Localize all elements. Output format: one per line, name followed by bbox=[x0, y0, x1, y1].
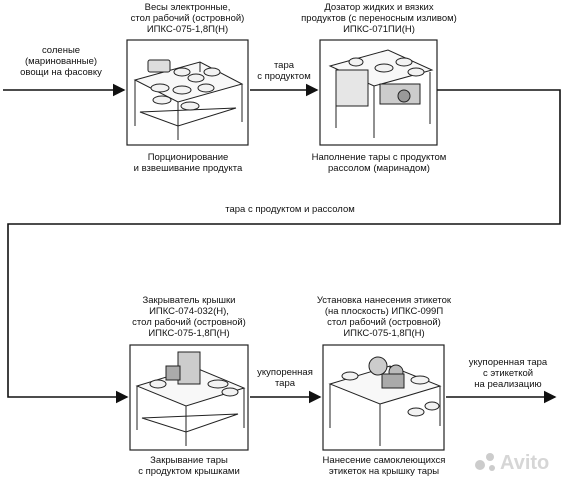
arrow1-label: тара с продуктом bbox=[257, 60, 311, 82]
stage3-illustration bbox=[135, 351, 246, 446]
stage2-equipment-label: Дозатор жидких и вязких продуктов (с пер… bbox=[301, 2, 457, 35]
avito-watermark-text: Avito bbox=[500, 452, 549, 474]
stage3-equipment-label: Закрыватель крышки ИПКС-074-032(Н), стол… bbox=[132, 295, 246, 339]
output-label: укупоренная тара с этикеткой на реализац… bbox=[468, 357, 548, 390]
stage1-caption: Порционирование и взвешивание продукта bbox=[133, 152, 243, 174]
input-label: соленые (маринованные) овощи на фасовку bbox=[20, 45, 102, 78]
stage4-caption: Нанесение самоклеющихся этикеток на крыш… bbox=[322, 455, 446, 477]
stage1-equipment-label: Весы электронные, стол рабочий (островно… bbox=[130, 2, 245, 35]
stage4-illustration bbox=[328, 356, 442, 446]
stage3-caption: Закрывание тары с продуктом крышками bbox=[138, 455, 240, 477]
return-label: тара с продуктом и рассолом bbox=[225, 204, 355, 215]
stage2-illustration bbox=[328, 49, 434, 138]
return-arrow bbox=[7, 89, 561, 404]
stage2-caption: Наполнение тары с продуктом рассолом (ма… bbox=[311, 152, 447, 174]
avito-watermark: Avito bbox=[475, 452, 549, 474]
avito-logo-icon bbox=[475, 460, 485, 470]
arrow3-label: укупоренная тара bbox=[257, 367, 313, 389]
stage1-illustration bbox=[133, 59, 244, 140]
stage4-equipment-label: Установка нанесения этикеток (на плоскос… bbox=[316, 295, 452, 339]
